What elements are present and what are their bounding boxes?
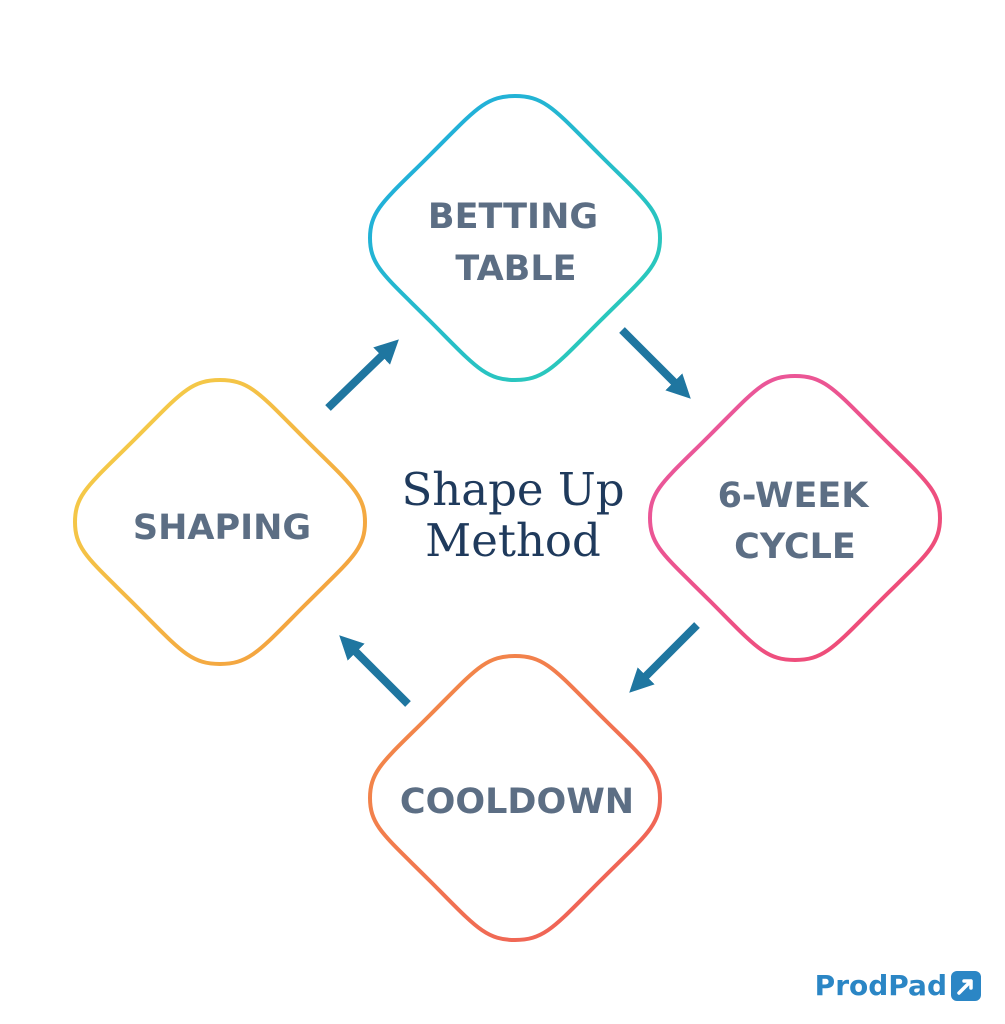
- center-title-line1: Shape Up: [401, 463, 624, 516]
- node-cooldown: COOLDOWN: [367, 653, 663, 943]
- arrow-cooldown-to-shaping: [339, 635, 411, 707]
- node-six-week-cycle-shape: [647, 373, 943, 663]
- prodpad-logo-icon: [951, 970, 981, 1001]
- node-shaping-shape: [72, 377, 368, 667]
- node-betting-table-shape: [367, 93, 663, 383]
- node-shaping-label: SHAPING: [133, 508, 311, 548]
- node-shaping: SHAPING: [72, 377, 368, 667]
- node-six-week-cycle-label-line1: 6-WEEK: [718, 476, 871, 516]
- node-betting-table: BETTING TABLE: [367, 93, 663, 383]
- node-cooldown-shape: [367, 653, 663, 943]
- node-betting-table-label-line2: TABLE: [455, 249, 576, 289]
- node-cooldown-label: COOLDOWN: [400, 782, 634, 822]
- center-title-line2: Method: [425, 514, 601, 567]
- prodpad-logo: ProdPad: [815, 969, 981, 1002]
- node-six-week-cycle: 6-WEEK CYCLE: [647, 373, 943, 663]
- arrow-six-week-cycle-to-cooldown: [629, 622, 700, 693]
- arrow-shaping-to-betting-table: [325, 339, 399, 411]
- prodpad-logo-text: ProdPad: [814, 969, 947, 1002]
- arrow-betting-table-to-six-week-cycle: [619, 327, 691, 399]
- node-betting-table-label-line1: BETTING: [428, 197, 598, 237]
- node-six-week-cycle-label-line2: CYCLE: [734, 527, 856, 567]
